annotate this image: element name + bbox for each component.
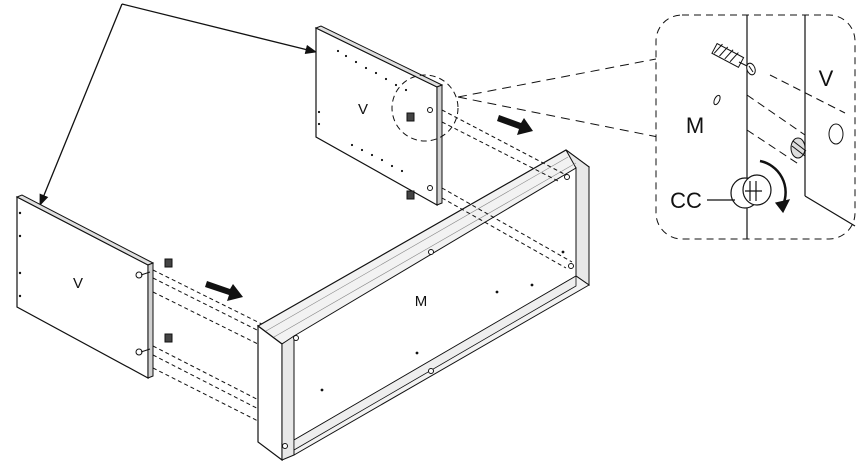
detail-panel-label: V (819, 66, 834, 91)
detail-cam-label: CC (670, 188, 702, 213)
detail-magnifier (391, 74, 459, 142)
connecting-bolt (711, 42, 756, 76)
detail-frame-label: M (686, 113, 704, 138)
detail-leader-lines (457, 58, 659, 138)
detail-view: V M CC (655, 14, 856, 240)
cam-lock-icon (730, 159, 791, 214)
panel-top-label: V (358, 101, 368, 118)
hole-icon (713, 94, 721, 106)
direction-arrow-top (497, 115, 533, 135)
side-panel-top: V (314, 25, 444, 207)
dowel-icon (790, 137, 807, 159)
cam-fittings-top (406, 107, 433, 200)
panel-hole-icon (828, 123, 844, 145)
direction-arrow-left (205, 281, 243, 301)
panel-left-label: V (73, 275, 83, 292)
cam-fittings-left (135, 258, 173, 356)
frame: M (256, 149, 591, 461)
dashed-guide-lines-top (441, 109, 573, 269)
pointer-lines (39, 3, 318, 207)
frame-label: M (415, 293, 428, 310)
side-panel-left: V (15, 194, 173, 380)
